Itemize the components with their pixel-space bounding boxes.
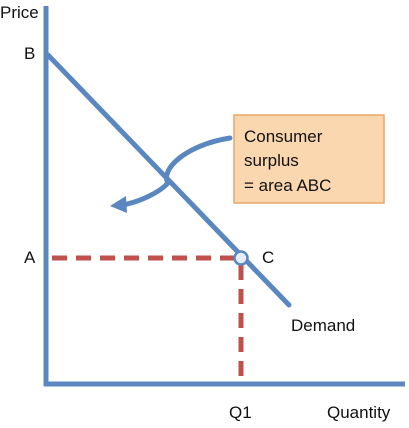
point-c-marker — [233, 250, 249, 266]
callout-line-3: = area ABC — [244, 176, 331, 195]
point-a-label: A — [24, 248, 36, 267]
callout-line-1: Consumer — [244, 127, 323, 146]
point-b-label: B — [24, 44, 35, 63]
point-c-label: C — [262, 248, 274, 267]
q1-label: Q1 — [229, 403, 252, 422]
callout-line-2: surplus — [244, 151, 299, 170]
callout-box — [233, 114, 385, 204]
callout-arrow — [119, 135, 233, 208]
x-axis-label: Quantity — [327, 403, 391, 422]
callout-arrowhead — [110, 196, 127, 213]
y-axis-label: Price — [0, 3, 39, 22]
demand-label: Demand — [291, 316, 355, 335]
